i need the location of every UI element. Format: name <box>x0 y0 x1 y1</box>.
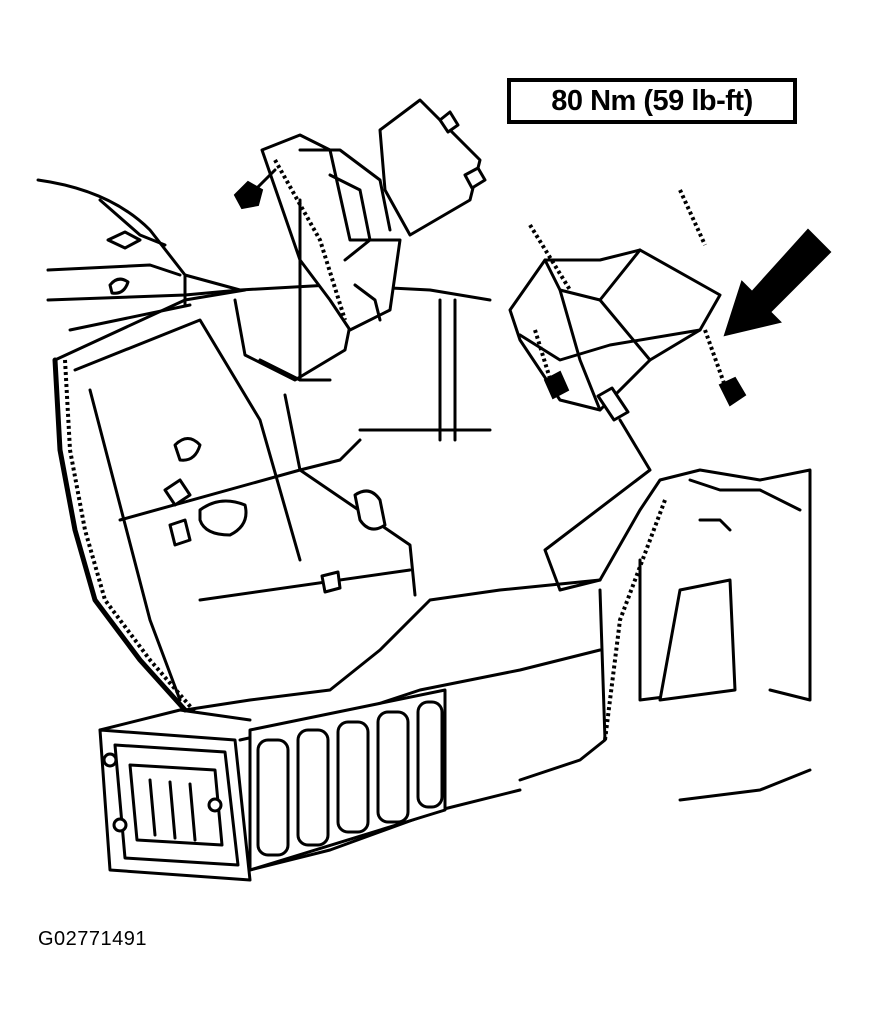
frame-rail-left <box>52 288 492 714</box>
stud-icon <box>528 189 747 407</box>
transmission-mount <box>508 248 722 592</box>
frame-rail-right <box>518 468 812 802</box>
figure-id-label: G02771491 <box>38 928 148 950</box>
frame-rail-front <box>183 578 602 872</box>
bolt-icon <box>233 168 277 210</box>
torque-spec-callout: 80 Nm (59 lb-ft) <box>507 78 797 124</box>
left-mount-bracket <box>260 98 487 382</box>
frame-end-cap <box>98 708 252 882</box>
arrow-pointer-icon <box>723 228 832 337</box>
upper-body-panel <box>36 178 492 332</box>
